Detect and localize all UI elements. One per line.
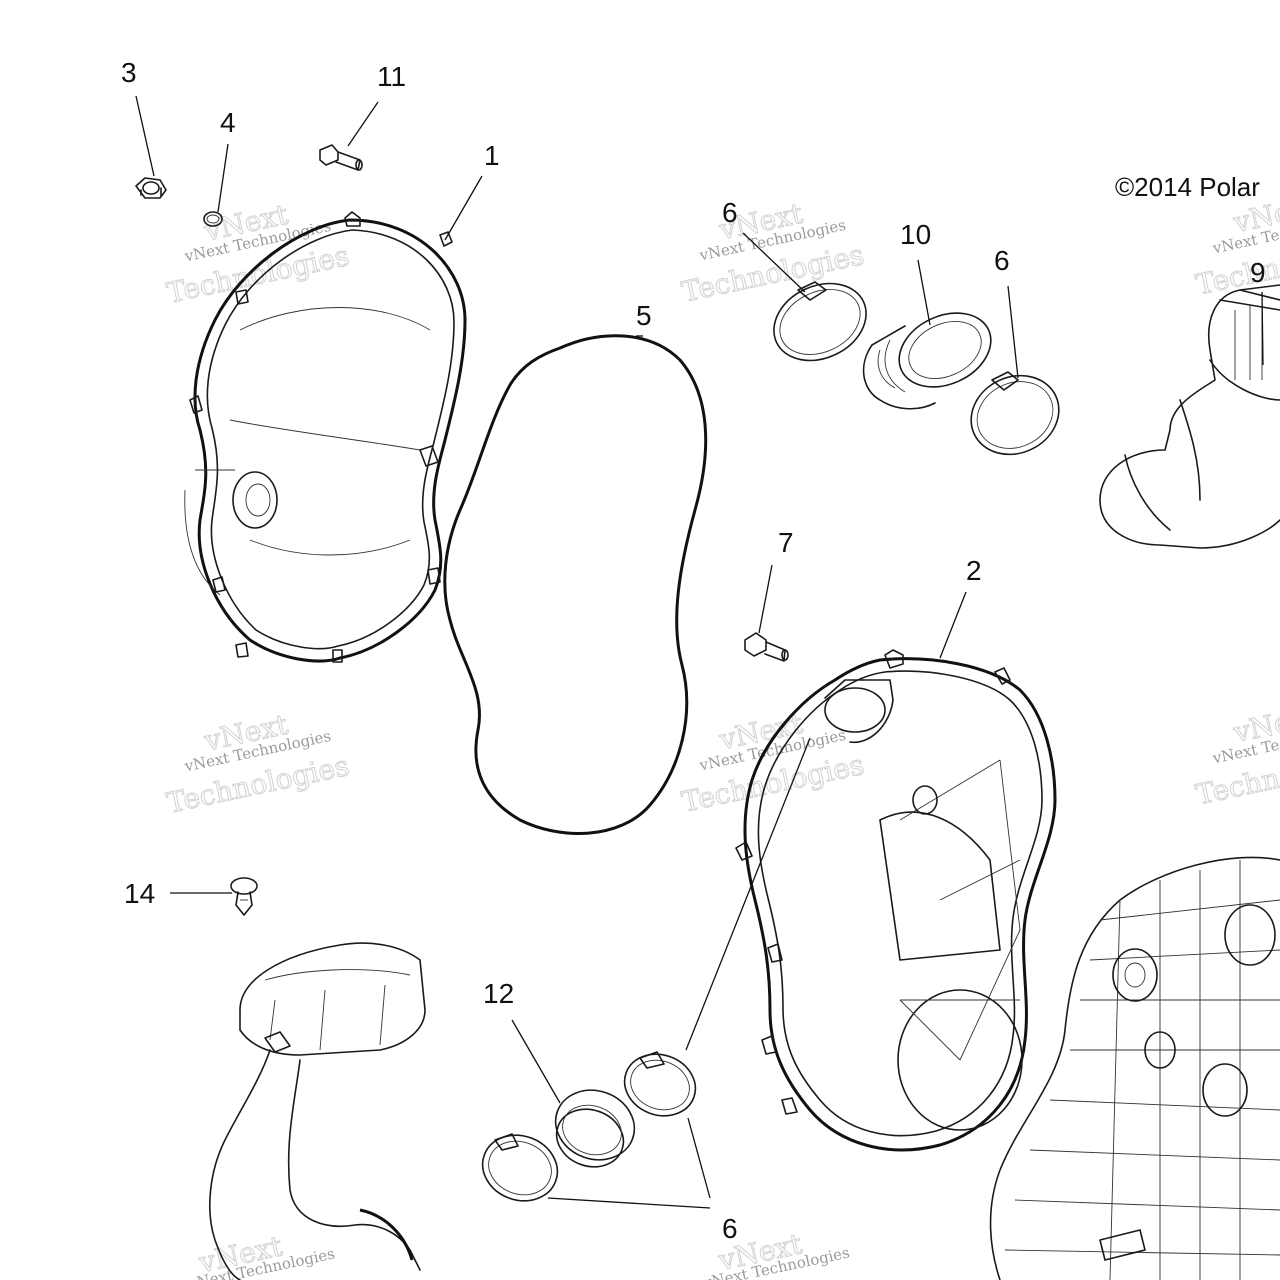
watermark-bottom-center: vNext vNext Technologies	[701, 1227, 851, 1280]
callout-11: 11	[377, 61, 406, 92]
part-2-inner-cover	[735, 649, 1057, 1152]
part-6-clamp-top-left	[773, 281, 867, 362]
part-4-o-ring	[203, 211, 223, 227]
part-12-coupler-ring	[554, 1089, 636, 1168]
callout-1: 1	[484, 140, 500, 171]
watermark-top-left: vNext Technologies vNext Technologies	[163, 197, 352, 310]
watermark-mid-right: vNext Technologies vNext Technologies	[1192, 699, 1280, 812]
part-10-duct-adapter	[862, 312, 992, 410]
copyright-text: ©2014 Polar	[1115, 172, 1260, 202]
part-5-gasket	[443, 334, 708, 835]
callout-2: 2	[966, 555, 982, 586]
callout-6-bottom: 6	[722, 1213, 738, 1244]
callout-5: 5	[636, 300, 652, 331]
part-9-intake-duct	[1099, 284, 1280, 549]
watermark-mid-center: vNext Technologies vNext Technologies	[678, 706, 867, 819]
callout-4: 4	[220, 107, 236, 138]
watermark-bottom-left: vNext vNext Technologies	[186, 1229, 336, 1280]
duct-bottom-left	[209, 942, 426, 1280]
callout-10: 10	[900, 219, 931, 250]
callout-3: 3	[121, 57, 137, 88]
part-3-nut	[135, 177, 167, 199]
part-7-bolt	[744, 632, 789, 662]
part-6-clamp-bottom-left	[481, 1133, 559, 1202]
part-6-clamp-bottom-right	[623, 1051, 697, 1117]
callout-14: 14	[124, 878, 155, 909]
part-11-bolt	[319, 144, 363, 171]
leader-lines	[135, 95, 1264, 1209]
part-6-clamp-top-right	[970, 371, 1060, 456]
callout-7: 7	[778, 527, 794, 558]
watermark-mid-left: vNext Technologies vNext Technologies	[163, 707, 352, 820]
engine-case-partial	[989, 856, 1280, 1280]
callout-6-top-left: 6	[722, 197, 738, 228]
callout-12: 12	[483, 978, 514, 1009]
part-1-clutch-cover	[184, 211, 467, 663]
part-14-rivet	[230, 877, 258, 916]
callout-9: 9	[1250, 257, 1266, 288]
callout-6-top-right: 6	[994, 245, 1010, 276]
